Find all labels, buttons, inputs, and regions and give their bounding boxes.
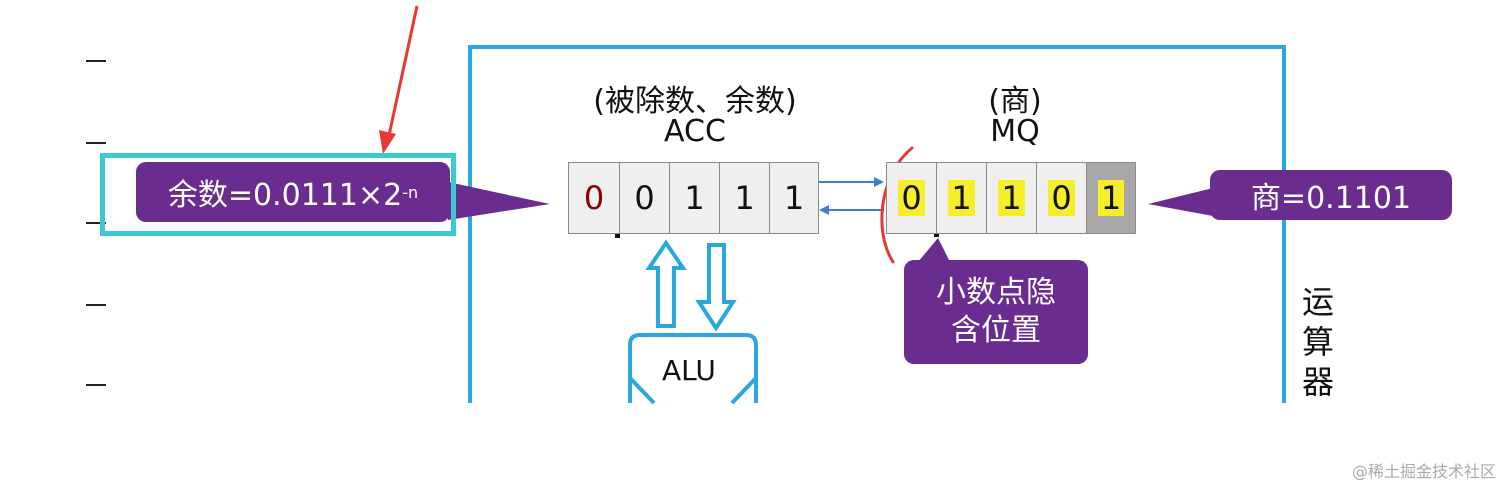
margin-dash-4	[86, 304, 106, 306]
red-bracket-mark	[880, 146, 914, 264]
mq-label: MQ	[990, 114, 1040, 149]
arithmetic-unit-label: 运 算 器	[1298, 282, 1338, 402]
decimal-point-line-2: 含位置	[951, 313, 1041, 348]
mq-bit-0: 0	[886, 162, 937, 234]
unit-char-1: 运	[1301, 283, 1334, 321]
alu-up-arrow	[645, 239, 687, 328]
acc-bit-4: 1	[769, 162, 819, 234]
margin-dash-3	[86, 222, 106, 224]
remainder-callout: 余数=0.0111×2-n	[136, 162, 450, 222]
unit-char-2: 算	[1301, 323, 1334, 361]
unit-char-3: 器	[1301, 363, 1334, 401]
margin-dash-2	[86, 142, 106, 144]
acc-bit-2: 1	[669, 162, 720, 234]
remainder-highlight-box	[100, 153, 456, 236]
mq-bit-3: 0	[1036, 162, 1087, 234]
remainder-callout-tail	[448, 182, 550, 220]
decimal-point-callout: 小数点隐 含位置	[904, 260, 1088, 364]
acc-bit-3: 1	[719, 162, 770, 234]
alu-down-arrow	[695, 243, 737, 332]
red-arrow-head	[379, 130, 396, 154]
quotient-callout-text: 商=0.1101	[1250, 181, 1412, 216]
acc-bit-1: 0	[619, 162, 670, 234]
quotient-callout: 商=0.1101	[1210, 170, 1452, 220]
mq-caption: (商)	[988, 84, 1042, 119]
acc-label: ACC	[664, 114, 726, 149]
acc-bit-0: 0	[568, 162, 620, 234]
red-arrow-line	[386, 5, 419, 141]
arithmetic-unit-frame	[468, 45, 1286, 403]
watermark: @稀土掘金技术社区	[1351, 462, 1496, 481]
mq-bit-2: 1	[986, 162, 1037, 234]
margin-dash-5	[86, 384, 106, 386]
mq-point-dot	[934, 232, 939, 237]
margin-dash-1	[86, 60, 106, 62]
acc-point-dot	[615, 233, 620, 238]
decimal-point-line-1: 小数点隐	[936, 275, 1056, 310]
point-callout-tail	[918, 238, 950, 262]
remainder-callout-text: 余数=0.0111×2	[167, 178, 403, 213]
alu-shape	[628, 333, 758, 403]
quotient-callout-tail	[1148, 188, 1213, 216]
mq-bit-4: 1	[1086, 162, 1136, 234]
remainder-exponent: -n	[402, 182, 419, 202]
acc-caption: (被除数、余数)	[593, 84, 797, 119]
mq-bit-1: 1	[936, 162, 987, 234]
alu-label: ALU	[662, 354, 716, 387]
